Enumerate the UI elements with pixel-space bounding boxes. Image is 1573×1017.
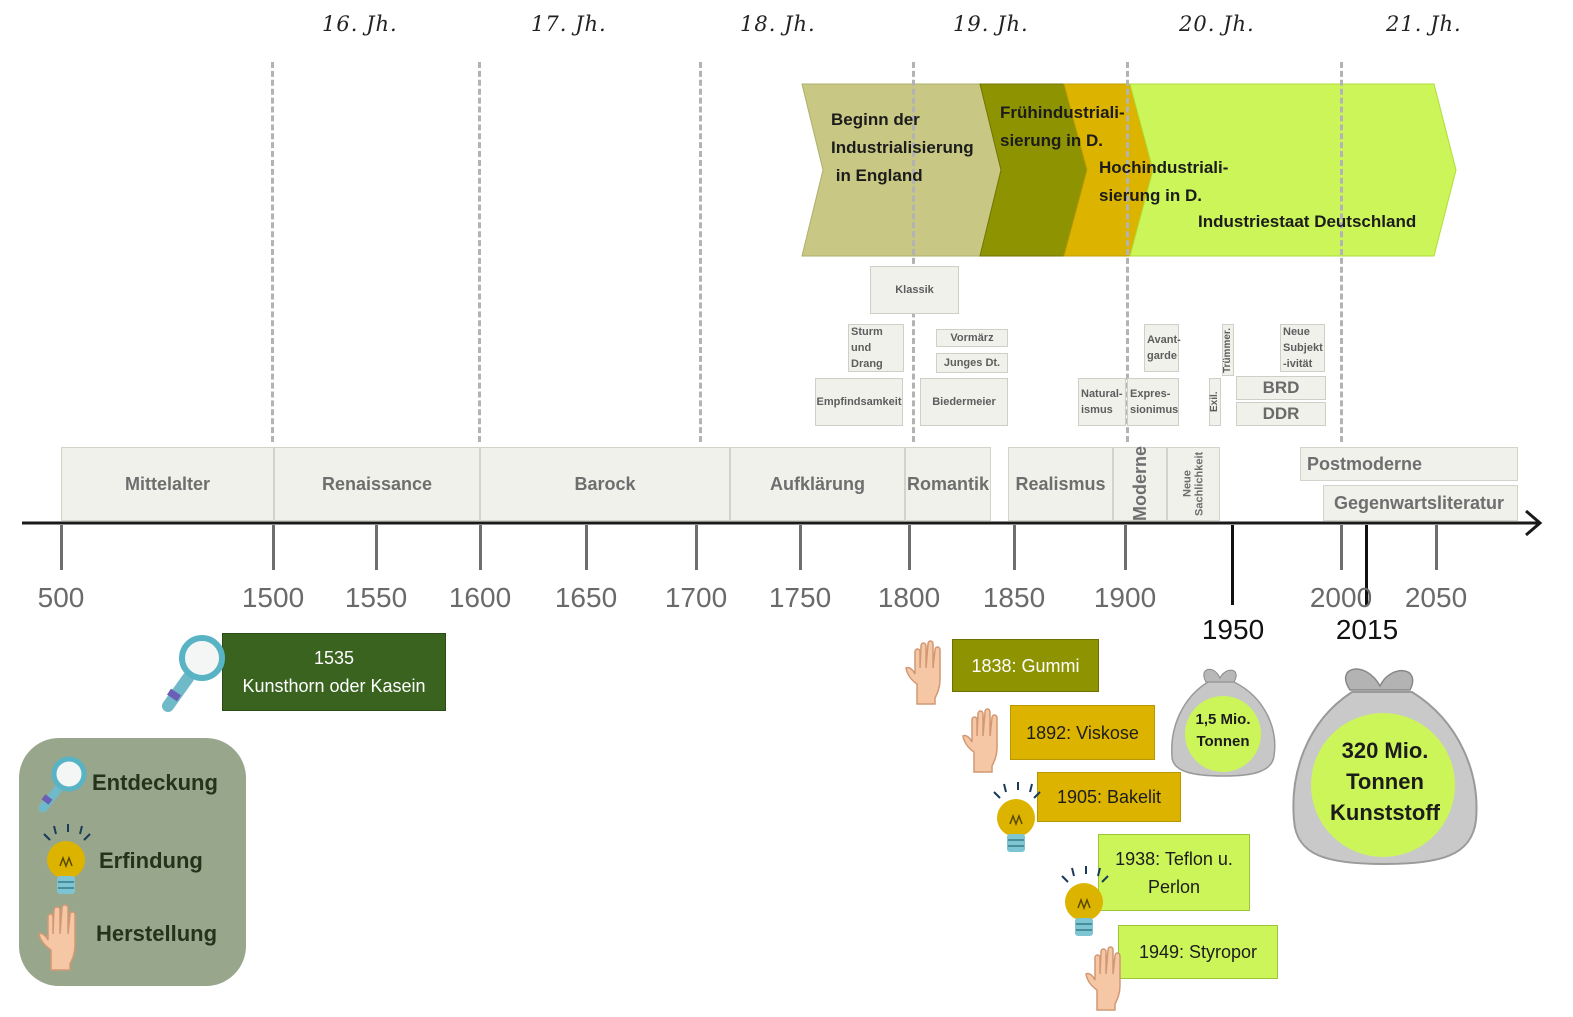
tick-1900 bbox=[1124, 525, 1127, 570]
lightbulb-icon bbox=[43, 824, 91, 894]
tick-2050 bbox=[1435, 525, 1438, 570]
phase-frueh-label: Frühindustriali- sierung in D. bbox=[1000, 103, 1125, 150]
tick-label-1750: 1750 bbox=[768, 582, 832, 613]
century-divider-1600 bbox=[478, 62, 481, 442]
century-17: 17. Jh. bbox=[531, 12, 607, 36]
century-divider-1900 bbox=[1126, 62, 1129, 442]
sub-epoch-avantgarde: Avant- garde bbox=[1144, 324, 1181, 372]
hand-icon bbox=[905, 640, 941, 705]
sub-epoch-vormaerz: Vormärz bbox=[936, 329, 1008, 347]
epoch-mittelalter: Mittelalter bbox=[61, 447, 274, 521]
tick-label-1650: 1650 bbox=[554, 582, 618, 613]
tick-label-1550: 1550 bbox=[344, 582, 408, 613]
tick-1850 bbox=[1013, 525, 1016, 570]
event-gummi: 1838: Gummi bbox=[952, 639, 1099, 692]
legend-erfindung-label: Erfindung bbox=[99, 848, 203, 873]
hand-icon bbox=[38, 904, 76, 971]
sub-epoch-empfindsamkeit: Empfindsamkeit bbox=[815, 378, 903, 426]
trash-bag-small-icon bbox=[1171, 668, 1276, 777]
event-viskose: 1892: Viskose bbox=[1010, 705, 1155, 760]
tick-label-2050: 2050 bbox=[1404, 582, 1468, 613]
sub-epoch-neue-subjektivitaet: Neue Subjekt -ivität bbox=[1280, 324, 1325, 372]
legend-herstellung-label: Herstellung bbox=[96, 921, 218, 946]
tick-1550 bbox=[375, 525, 378, 570]
century-divider-1500 bbox=[271, 62, 274, 442]
tick-1750 bbox=[799, 525, 802, 570]
event-bakelit: 1905: Bakelit bbox=[1037, 772, 1181, 822]
century-divider-2000 bbox=[1340, 62, 1343, 442]
epoch-renaissance: Renaissance bbox=[274, 447, 480, 521]
epoch-aufklaerung: Aufklärung bbox=[730, 447, 905, 521]
sub-epoch-biedermeier: Biedermeier bbox=[920, 378, 1008, 426]
century-divider-1700 bbox=[699, 62, 702, 442]
year-label-2015: 2015 bbox=[1335, 614, 1399, 645]
tick-1800 bbox=[908, 525, 911, 570]
plastic-amount-2015: 320 Mio. Tonnen Kunststoff bbox=[1330, 738, 1440, 825]
sub-epoch-sturm-und-drang: Sturm und Drang bbox=[848, 324, 904, 372]
tick-label-2000: 2000 bbox=[1309, 582, 1373, 613]
sub-epoch-expressionismus: Expres- sionimus bbox=[1127, 378, 1179, 426]
tick-label-1600: 1600 bbox=[448, 582, 512, 613]
epoch-barock: Barock bbox=[480, 447, 730, 521]
tick-1700 bbox=[695, 525, 698, 570]
century-21: 21. Jh. bbox=[1386, 12, 1462, 36]
tick-label-1850: 1850 bbox=[982, 582, 1046, 613]
industrial-phases-graphic bbox=[801, 83, 1457, 257]
legend-entdeckung-label: Entdeckung bbox=[92, 770, 218, 795]
lightbulb-icon bbox=[1061, 866, 1109, 936]
plastic-amount-1950: 1,5 Mio. Tonnen bbox=[1195, 711, 1251, 750]
century-16: 16. Jh. bbox=[322, 12, 398, 36]
phase-industriestaat-label: Industriestaat Deutschland bbox=[1198, 212, 1417, 231]
tick-2015 bbox=[1365, 525, 1368, 605]
sub-epoch-truemmer: Trümmer. bbox=[1222, 324, 1234, 376]
tick-1500 bbox=[272, 525, 275, 570]
epoch-postmoderne: Postmoderne bbox=[1300, 447, 1518, 481]
tick-1950 bbox=[1231, 525, 1234, 605]
time-axis bbox=[22, 509, 1543, 537]
phase-england-label: Beginn der Industrialisierung in England bbox=[831, 110, 974, 185]
event-styropor: 1949: Styropor bbox=[1118, 925, 1278, 979]
trash-bag-large-icon bbox=[1292, 668, 1478, 866]
tick-label-1900: 1900 bbox=[1093, 582, 1157, 613]
tick-1600 bbox=[479, 525, 482, 570]
tick-label-1700: 1700 bbox=[664, 582, 728, 613]
tick-1650 bbox=[585, 525, 588, 570]
sub-epoch-ddr: DDR bbox=[1236, 402, 1326, 426]
century-20: 20. Jh. bbox=[1179, 12, 1255, 36]
sub-epoch-junges-dt: Junges Dt. bbox=[936, 353, 1008, 373]
phase-industriestaat-arrow bbox=[1129, 83, 1457, 257]
hand-icon bbox=[1085, 946, 1121, 1011]
tick-label-500: 500 bbox=[37, 582, 85, 613]
axis-arrowhead bbox=[1525, 509, 1543, 537]
century-divider-1800 bbox=[912, 62, 915, 442]
magnifier-icon bbox=[162, 635, 225, 712]
epoch-gegenwartsliteratur: Gegenwartsliteratur bbox=[1323, 485, 1518, 521]
year-label-1950: 1950 bbox=[1201, 614, 1265, 645]
sub-epoch-brd: BRD bbox=[1236, 376, 1326, 400]
sub-epoch-exil: Exil. bbox=[1209, 378, 1221, 426]
hand-icon bbox=[962, 708, 998, 773]
sub-epoch-klassik: Klassik bbox=[870, 266, 959, 314]
lightbulb-icon bbox=[993, 782, 1041, 852]
event-kunsthorn: 1535 Kunsthorn oder Kasein bbox=[222, 633, 446, 711]
century-18: 18. Jh. bbox=[740, 12, 816, 36]
tick-500 bbox=[60, 525, 63, 570]
epoch-realismus: Realismus bbox=[1008, 447, 1113, 521]
epoch-romantik: Romantik bbox=[905, 447, 991, 521]
phase-hoch-label: Hochindustriali- sierung in D. bbox=[1099, 158, 1229, 205]
tick-label-1500: 1500 bbox=[241, 582, 305, 613]
tick-2000 bbox=[1340, 525, 1343, 570]
event-teflon-perlon: 1938: Teflon u. Perlon bbox=[1098, 834, 1250, 911]
tick-label-1800: 1800 bbox=[877, 582, 941, 613]
legend: Entdeckung Erfindung Herstellung bbox=[19, 738, 246, 986]
sub-epoch-naturalismus: Natural- ismus bbox=[1078, 378, 1126, 426]
century-19: 19. Jh. bbox=[953, 12, 1029, 36]
magnifier-icon bbox=[38, 756, 87, 813]
